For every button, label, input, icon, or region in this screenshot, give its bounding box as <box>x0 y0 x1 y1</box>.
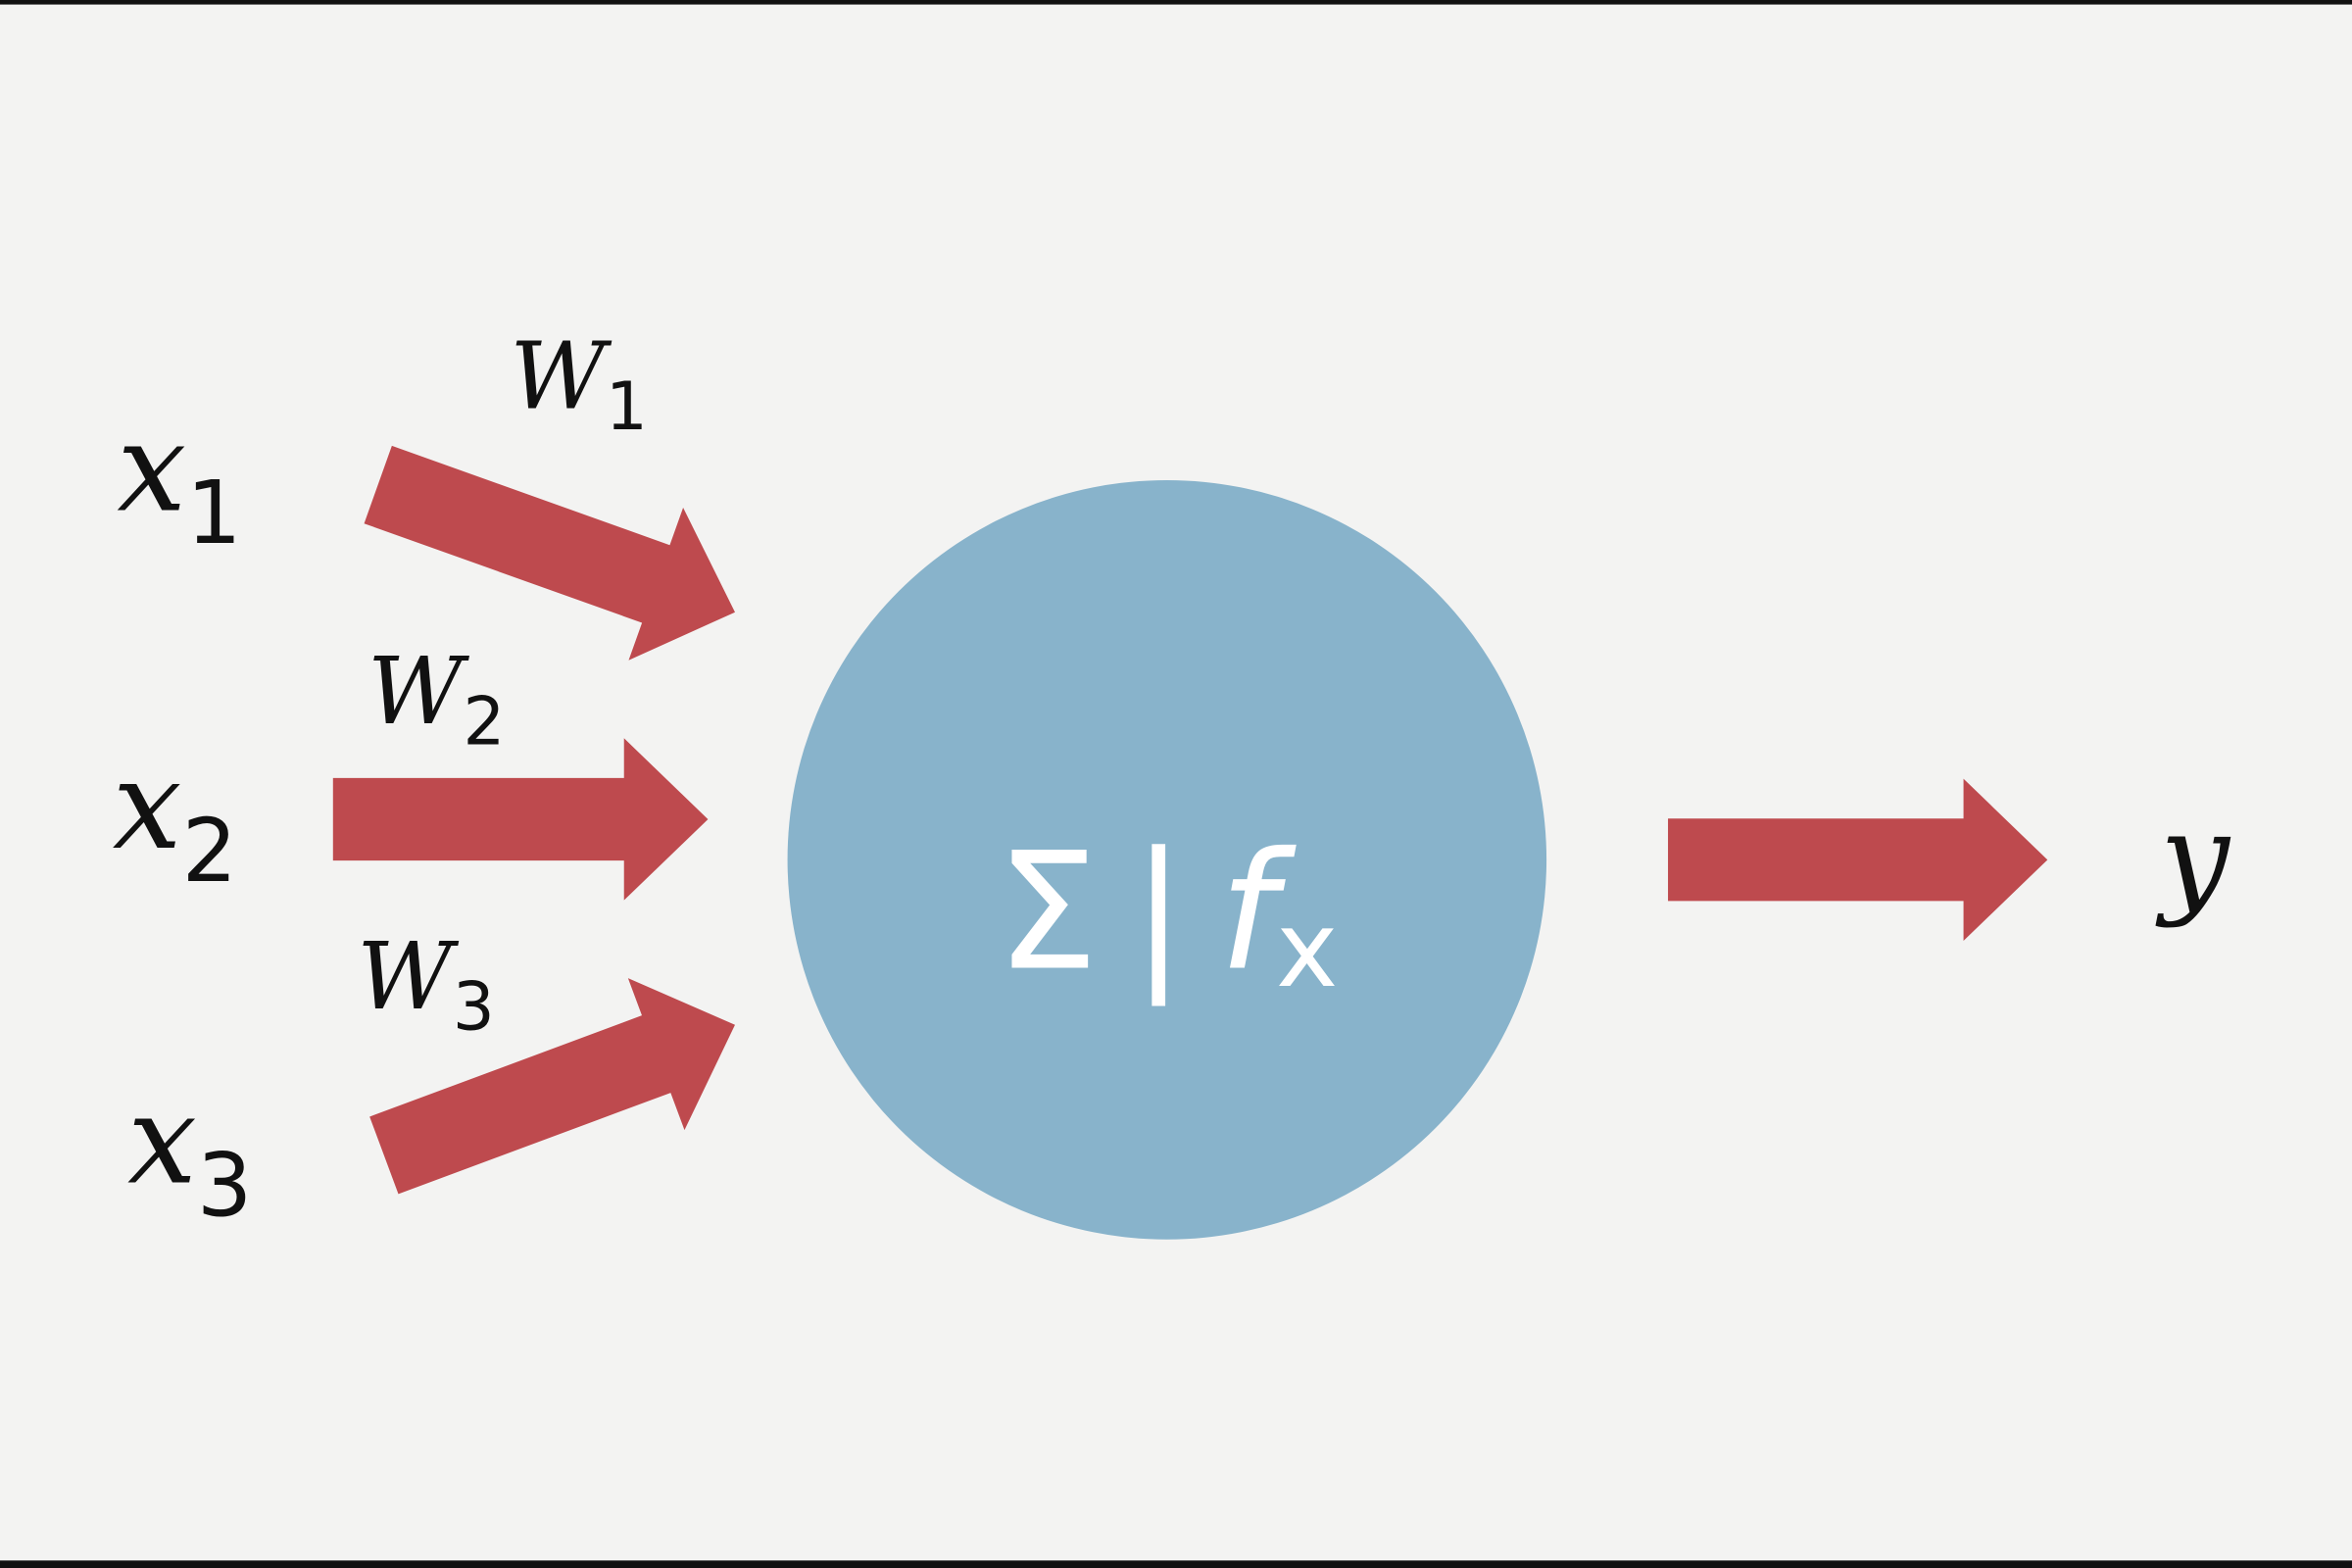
input-x2-label: x2 <box>113 733 237 902</box>
weight-w1-label: W1 <box>510 322 647 444</box>
input-x3-label: x3 <box>127 1067 252 1236</box>
bottom-border <box>0 1560 2352 1568</box>
weight-w2-label: W2 <box>368 638 505 760</box>
input-x1-label: x1 <box>117 396 241 564</box>
arrow-input-3 <box>369 978 735 1195</box>
arrow-output <box>1668 778 2048 941</box>
separator: | <box>1131 818 1186 1006</box>
weight-w3-label: W3 <box>357 923 494 1045</box>
function-subscript: x <box>1276 890 1338 1011</box>
neuron-function-label: Σ|fx <box>996 818 1338 1011</box>
top-border <box>0 0 2352 5</box>
arrow-input-1 <box>364 445 735 661</box>
neuron-circle <box>787 479 1547 1240</box>
output-y-label: y <box>2155 786 2231 930</box>
sum-symbol: Σ <box>996 818 1098 1006</box>
arrow-input-2 <box>332 738 709 901</box>
